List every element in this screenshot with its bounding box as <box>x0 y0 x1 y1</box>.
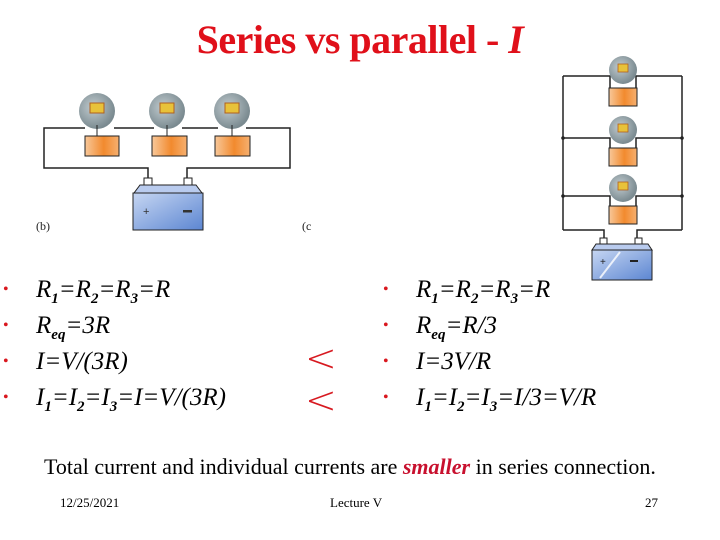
less-than-symbol: < <box>305 378 337 422</box>
parallel-eq-current: •I=3V/R <box>383 344 596 380</box>
footer-lecture: Lecture V <box>330 495 383 510</box>
bullet-icon: • <box>383 317 389 334</box>
bulb-3 <box>608 174 638 225</box>
series-eq-branch-currents: •I1=I2=I3=I=V/(3R) <box>3 380 226 416</box>
figure-label-b: (b) <box>36 219 50 233</box>
svg-text:+: + <box>143 206 149 218</box>
bulb-2 <box>608 116 638 167</box>
bulb-1 <box>608 56 638 107</box>
bullet-icon: • <box>3 317 9 334</box>
parallel-circuit-figure: + <box>540 48 715 290</box>
slide-title-variable: I <box>508 17 524 62</box>
figure-label-c: (c <box>302 219 311 233</box>
slide-title-text: Series vs parallel - <box>196 17 509 62</box>
bullet-icon: • <box>383 281 389 298</box>
parallel-eq-req: •Req=R/3 <box>383 308 596 344</box>
slide-title: Series vs parallel - I <box>0 16 720 63</box>
bullet-icon: • <box>383 353 389 370</box>
series-eq-req: •Req=3R <box>3 308 226 344</box>
battery: + <box>591 237 653 281</box>
series-circuit-diagram: + (b) (c <box>36 93 311 233</box>
battery: + <box>132 177 204 231</box>
series-eq-resistors: •R1=R2=R3=R <box>3 272 226 308</box>
series-circuit-figure: + (b) (c <box>30 80 340 260</box>
bullet-icon: • <box>3 281 9 298</box>
footer-date: 12/25/2021 <box>60 495 120 510</box>
bulb-2 <box>149 93 188 157</box>
svg-text:+: + <box>600 257 606 268</box>
less-than-symbol: < <box>305 336 337 380</box>
bullet-icon: • <box>3 389 9 406</box>
bulb-1 <box>79 93 120 157</box>
parallel-eq-branch-currents: •I1=I2=I3=I/3=V/R <box>383 380 596 416</box>
parallel-circuit-diagram: + <box>561 56 684 281</box>
parallel-eq-resistors: •R1=R2=R3=R <box>383 272 596 308</box>
bullet-icon: • <box>383 389 389 406</box>
series-equations-list: •R1=R2=R3=R •Req=3R •I=V/(3R) •I1=I2=I3=… <box>3 272 226 416</box>
emphasis-word: smaller <box>402 454 471 479</box>
bulb-3 <box>214 93 251 157</box>
parallel-equations-list: •R1=R2=R3=R •Req=R/3 •I=3V/R •I1=I2=I3=I… <box>383 272 596 416</box>
footer-page-number: 27 <box>645 495 658 510</box>
series-eq-current: •I=V/(3R) <box>3 344 226 380</box>
summary-statement: Total current and individual currents ar… <box>44 454 656 479</box>
bullet-icon: • <box>3 353 9 370</box>
